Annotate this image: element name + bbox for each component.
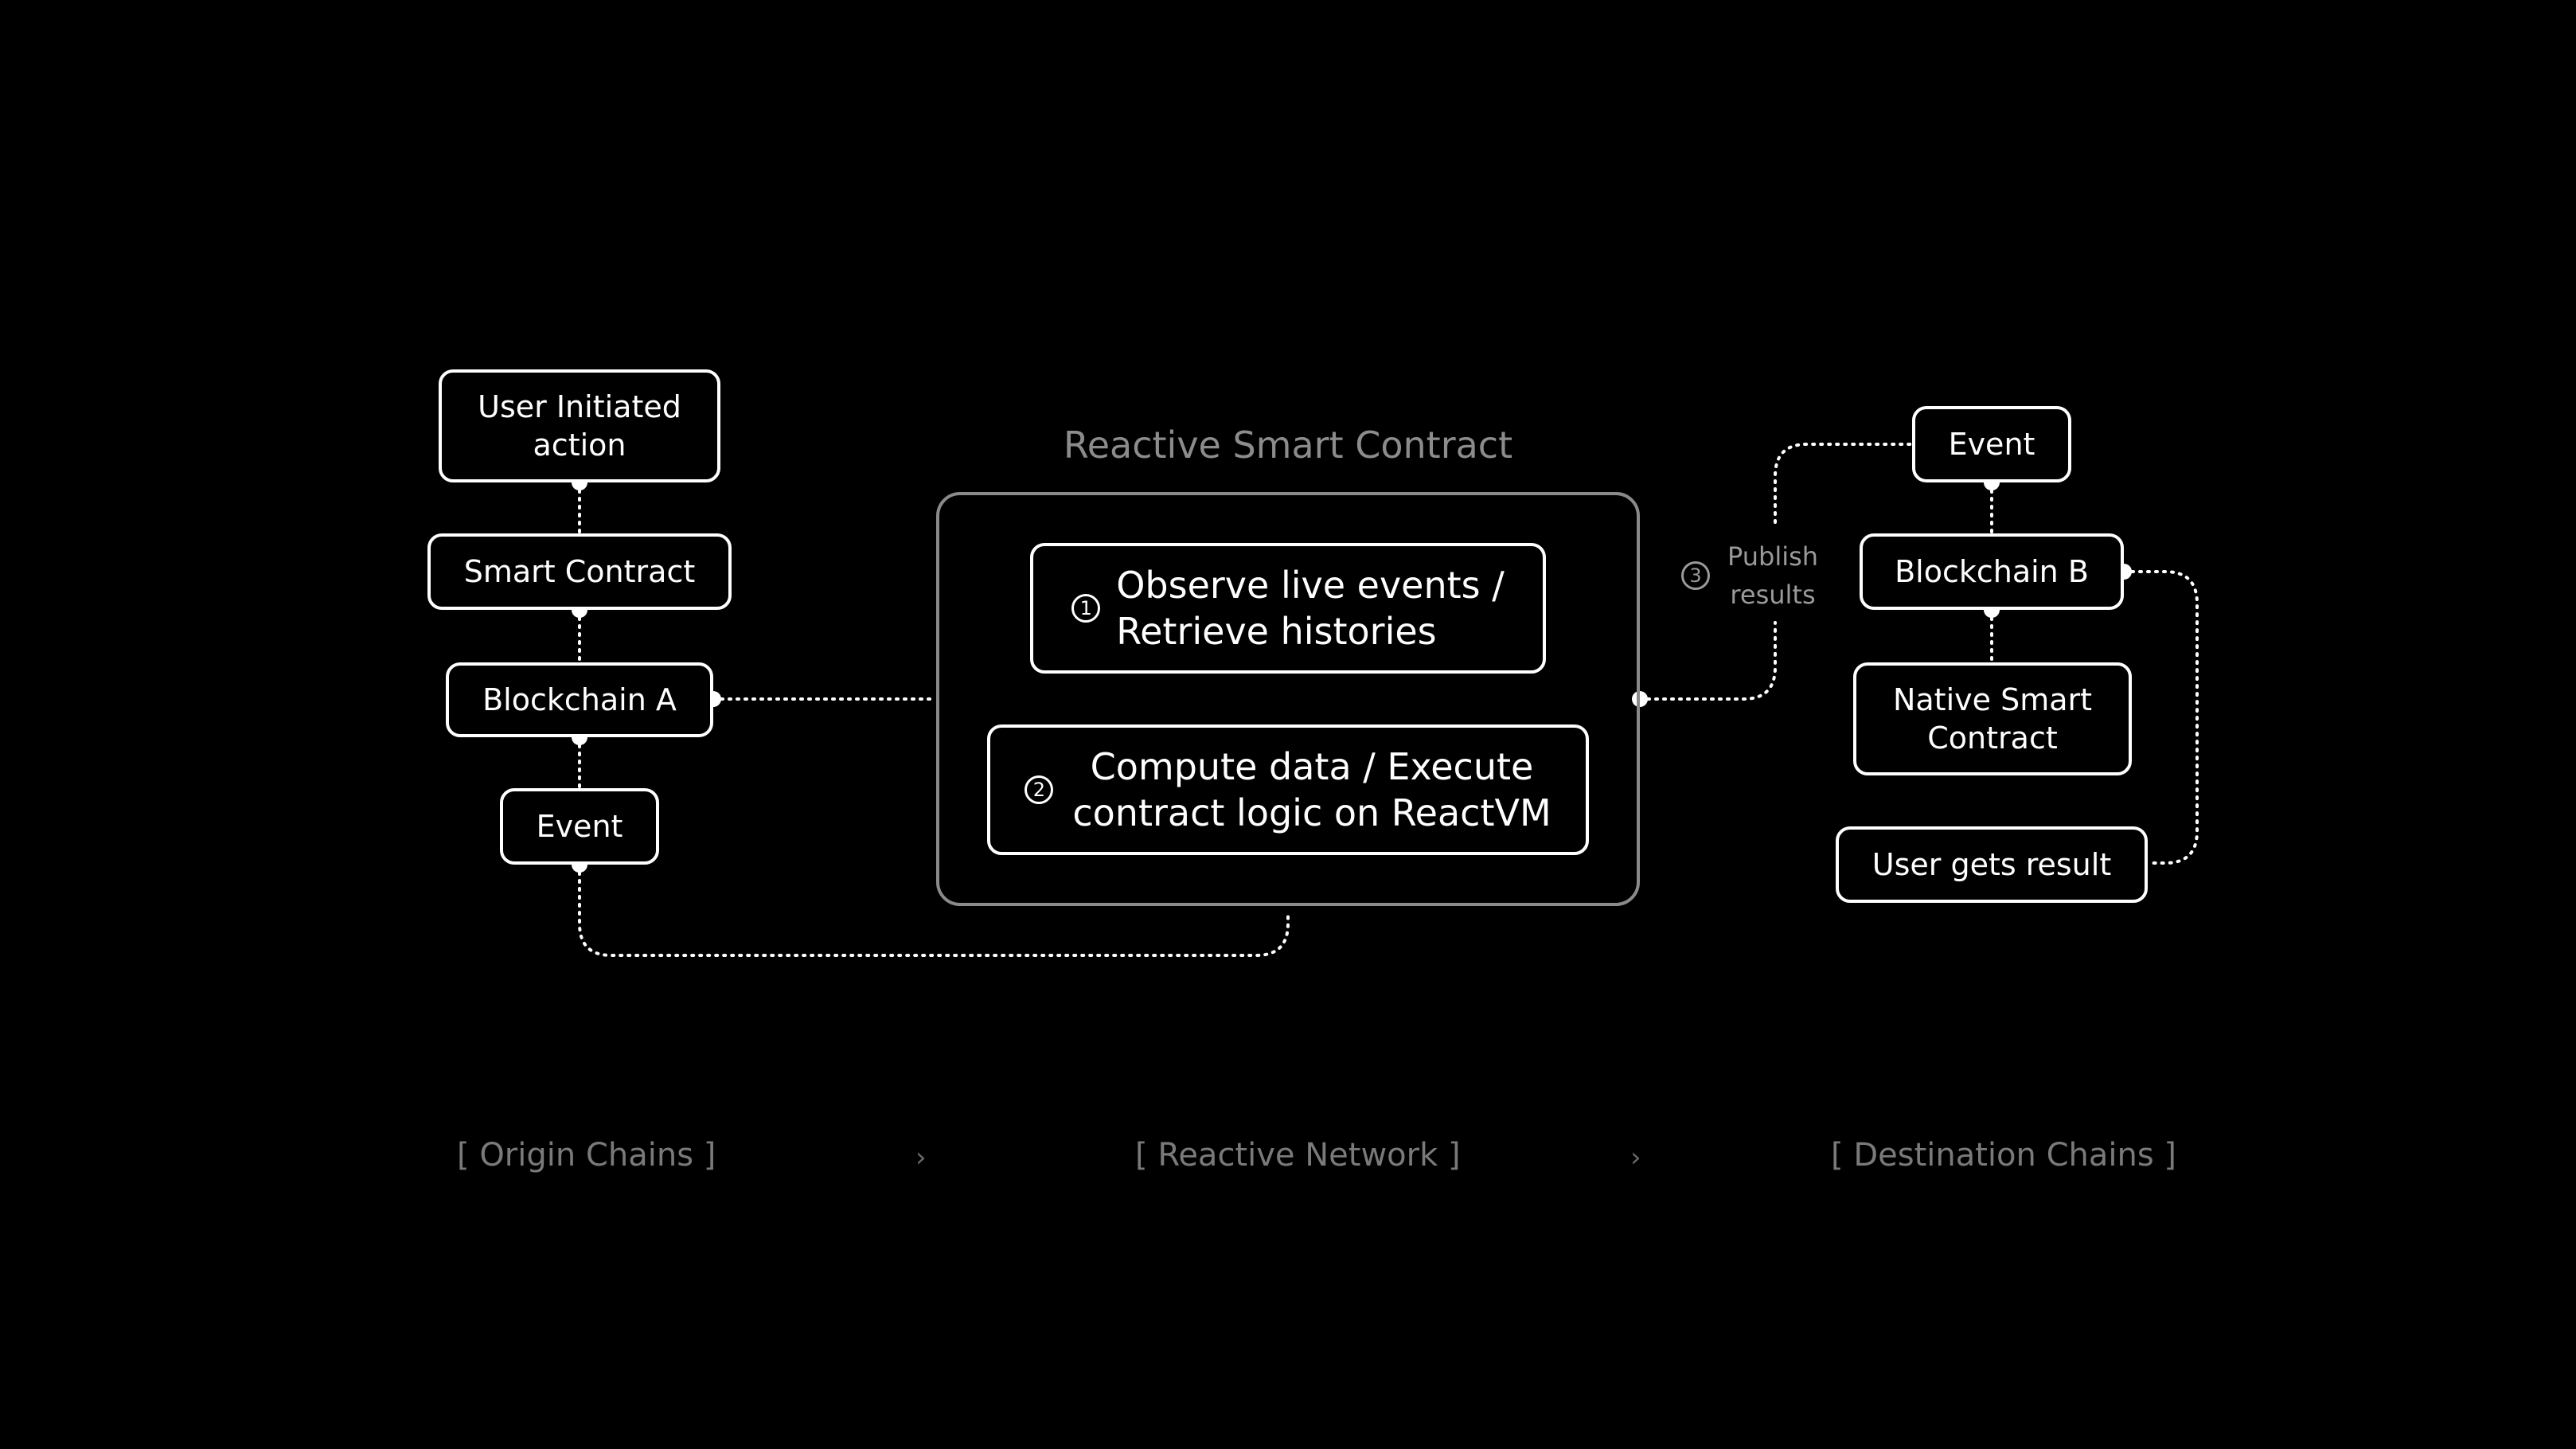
footer-destination-chains: [ Destination Chains ]: [1831, 1137, 2176, 1174]
footer-chevron-icon: ›: [915, 1142, 927, 1174]
node-label: Smart Contract: [463, 554, 696, 589]
reactive-smart-contract-box: [936, 492, 1640, 906]
node-label: Event: [536, 809, 623, 844]
connector-event-to-reactive: [578, 863, 1290, 957]
footer-origin-chains: [ Origin Chains ]: [457, 1137, 716, 1174]
step-label-line: contract logic on ReactVM: [1072, 791, 1551, 834]
footer-reactive-network: [ Reactive Network ]: [1135, 1137, 1461, 1174]
step-observe-events: 1 Observe live events / Retrieve histori…: [1030, 543, 1546, 674]
node-label: Blockchain A: [482, 682, 677, 717]
footer-chevron-icon: ›: [1630, 1142, 1641, 1174]
user-gets-result-node: User gets result: [1836, 826, 2148, 903]
connector-dot: [1632, 691, 1648, 707]
smart-contract-node: Smart Contract: [427, 533, 732, 610]
destination-event-node: Event: [1912, 406, 2071, 482]
node-label: Event: [1948, 427, 2035, 462]
step-label-line: Observe live events /: [1116, 564, 1505, 607]
step-number-badge: 1: [1071, 594, 1101, 623]
node-label: User gets result: [1872, 847, 2112, 882]
node-label-line: Native Smart: [1892, 682, 2093, 717]
node-label-line: User Initiated: [478, 389, 681, 424]
step-label-line: Compute data / Execute: [1090, 745, 1534, 788]
step-label-line: Retrieve histories: [1116, 610, 1437, 653]
user-initiated-action-node: User Initiated action: [439, 369, 720, 482]
node-label-line: Contract: [1927, 721, 2058, 756]
publish-label-line: results: [1730, 580, 1816, 610]
reactive-smart-contract-title: Reactive Smart Contract: [1063, 424, 1513, 467]
node-label-line: action: [533, 428, 626, 463]
step-compute-data: 2 Compute data / Execute contract logic …: [987, 724, 1589, 855]
publish-results-label: 3 Publish results: [1681, 533, 1819, 619]
connector-chain-b-to-user-result: [2122, 570, 2199, 865]
publish-label-line: Publish: [1727, 541, 1819, 572]
step-number-badge: 2: [1025, 775, 1054, 804]
origin-event-node: Event: [500, 788, 659, 865]
blockchain-b-node: Blockchain B: [1860, 533, 2124, 610]
connector-publish-to-event: [1774, 443, 1912, 524]
native-smart-contract-node: Native Smart Contract: [1853, 662, 2132, 775]
step-number-badge: 3: [1681, 561, 1710, 590]
connector-reactive-to-publish: [1638, 621, 1777, 701]
node-label: Blockchain B: [1895, 554, 2089, 589]
blockchain-a-node: Blockchain A: [446, 662, 713, 737]
